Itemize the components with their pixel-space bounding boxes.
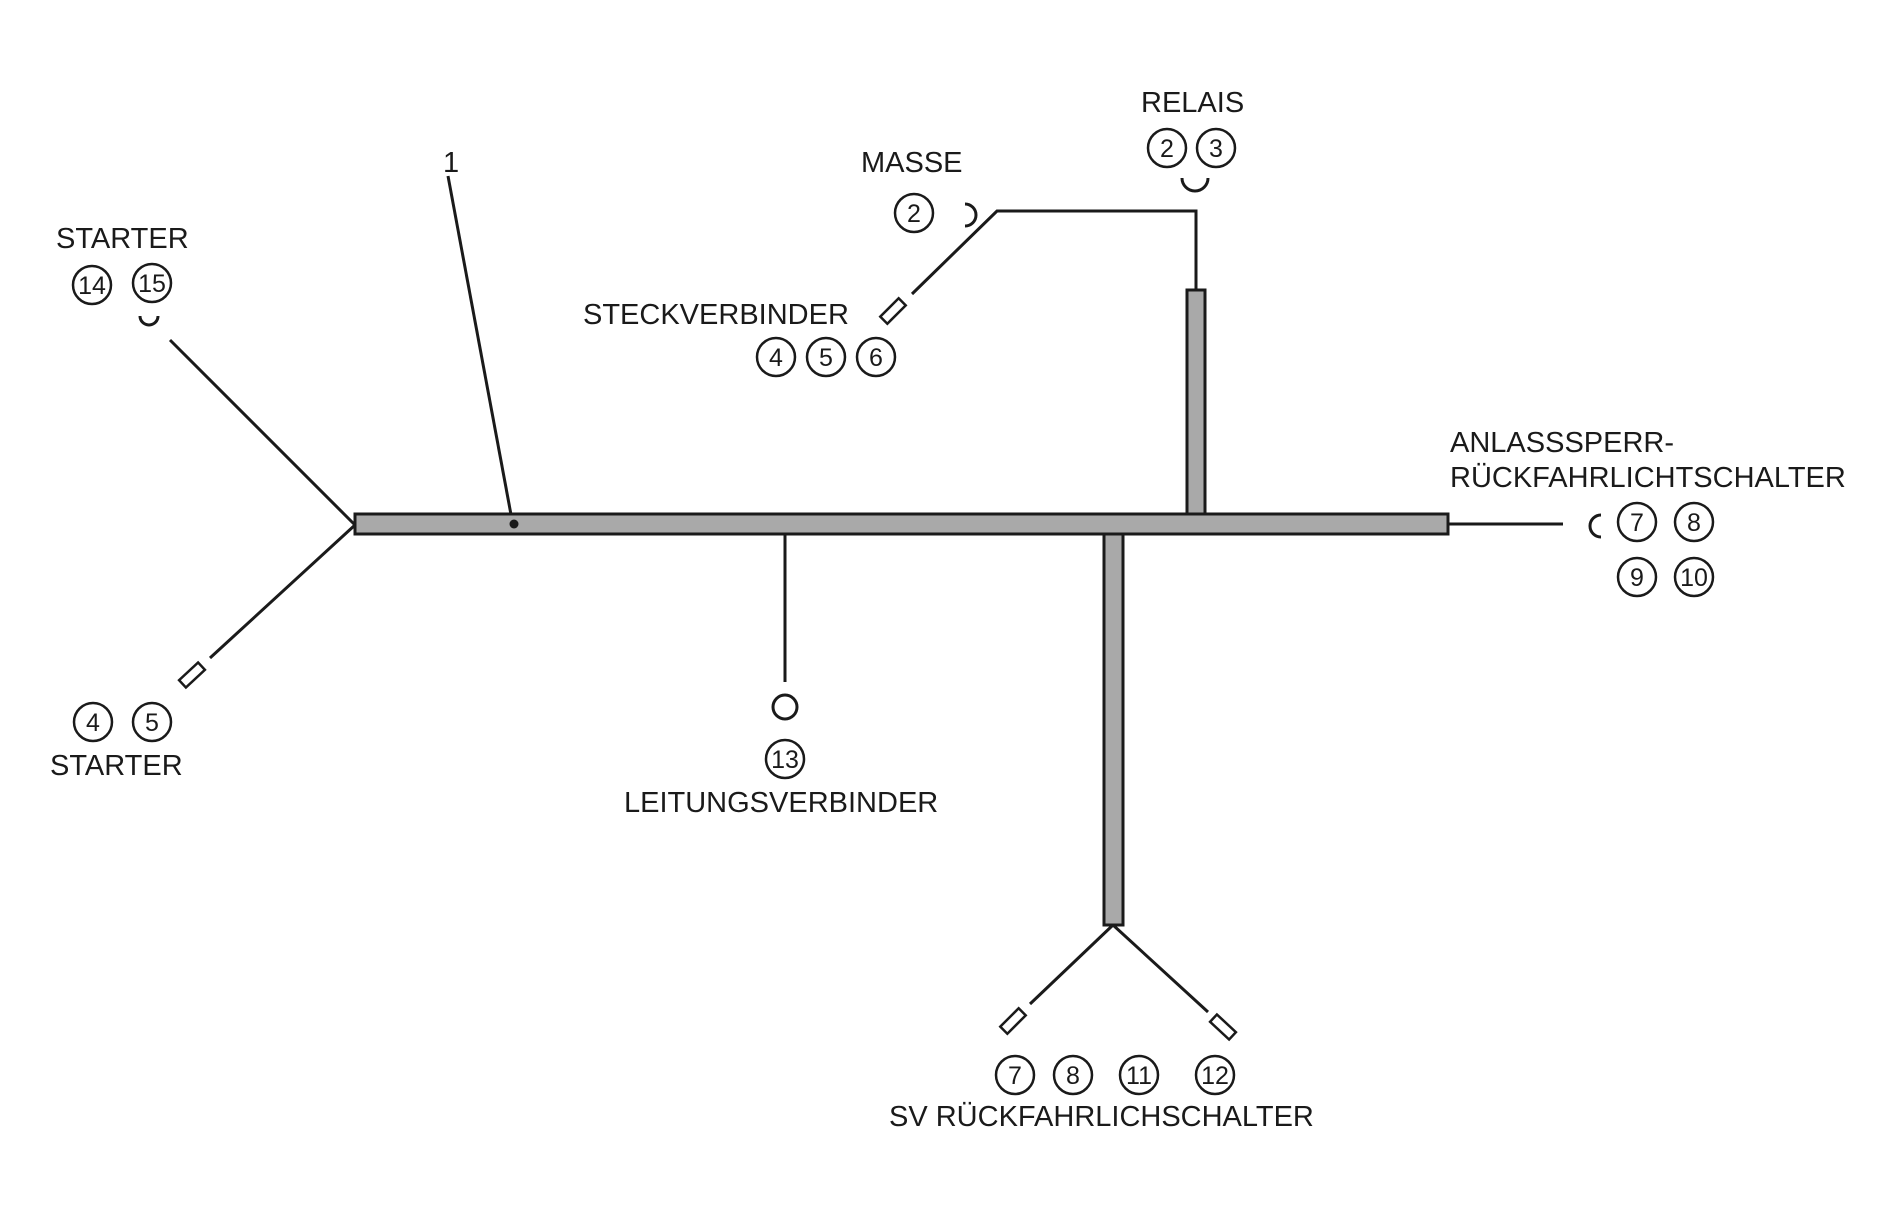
connector-ends	[138, 177, 1602, 1042]
starter-bottom-label: STARTER	[50, 750, 183, 782]
pin-badge: 7	[994, 1054, 1036, 1096]
wire-starter-bottom	[208, 523, 357, 660]
pin-badge: 6	[855, 336, 897, 378]
pin-badge: 3	[1195, 127, 1237, 169]
svg-text:5: 5	[819, 344, 833, 372]
starter-bottom-plug	[177, 660, 207, 690]
svg-text:11: 11	[1126, 1062, 1152, 1090]
pin-badge: 8	[1052, 1054, 1094, 1096]
svg-text:8: 8	[1687, 509, 1701, 537]
svg-text:8: 8	[1066, 1062, 1080, 1090]
wire-sv-left	[1028, 923, 1115, 1006]
pin-badge: 2	[1146, 127, 1188, 169]
labels: 1 RELAIS MASSE STECKVERBINDER STARTER ST…	[50, 87, 1846, 1133]
masse-label: MASSE	[861, 147, 963, 179]
svg-text:2: 2	[907, 200, 921, 228]
pin-badge: 4	[755, 336, 797, 378]
wire-sv-right	[1111, 923, 1210, 1014]
svg-text:7: 7	[1630, 509, 1644, 537]
wire-starter-top	[168, 338, 357, 527]
svg-text:4: 4	[86, 709, 100, 737]
trunks	[353, 288, 1450, 927]
starter-top-cup-connector	[138, 315, 160, 327]
sv-left-plug	[998, 1006, 1028, 1036]
sv-rueckfahrlichschalter-label: SV RÜCKFAHRLICHSCHALTER	[889, 1101, 1314, 1133]
relais-label: RELAIS	[1141, 87, 1244, 119]
sv-right-plug	[1208, 1012, 1238, 1042]
svg-text:4: 4	[769, 344, 783, 372]
pin-badge: 13	[764, 738, 806, 780]
svg-text:7: 7	[1008, 1062, 1022, 1090]
pin-badge: 15	[131, 262, 173, 304]
anlasssperr-label-line1: ANLASSSPERR-	[1450, 427, 1674, 459]
anlasssperr-cup-connector	[1588, 513, 1602, 539]
wires	[168, 175, 1563, 1014]
steckverbinder-label: STECKVERBINDER	[583, 299, 849, 331]
svg-text:6: 6	[869, 344, 883, 372]
pin-badge: 7	[1616, 501, 1658, 543]
starter-top-label: STARTER	[56, 223, 189, 255]
pin-badge: 10	[1673, 556, 1715, 598]
trunk-main	[353, 512, 1450, 536]
pin-badge: 5	[131, 701, 173, 743]
svg-text:14: 14	[78, 272, 106, 300]
wire-relais-masse-steckverbinder	[910, 209, 1198, 296]
pin-badge: 8	[1673, 501, 1715, 543]
trunk-vertical-sv	[1102, 530, 1125, 927]
svg-text:13: 13	[771, 746, 799, 774]
svg-text:15: 15	[138, 270, 166, 298]
steckverbinder-plug	[878, 296, 908, 326]
pin-badge: 4	[72, 701, 114, 743]
svg-text:12: 12	[1201, 1062, 1229, 1090]
anlasssperr-label-line2: RÜCKFAHRLICHTSCHALTER	[1450, 462, 1846, 494]
svg-text:2: 2	[1160, 135, 1174, 163]
pin-badge: 2	[893, 192, 935, 234]
pin-badge: 11	[1118, 1054, 1160, 1096]
svg-text:5: 5	[145, 709, 159, 737]
callout-1-label: 1	[443, 147, 459, 179]
pin-badge: 9	[1616, 556, 1658, 598]
callout-point	[509, 519, 519, 529]
trunk-vertical-relais	[1185, 288, 1207, 518]
pin-badges: 2 3 2 4 5 6 14 15	[71, 127, 1715, 1096]
pin-badge: 12	[1194, 1054, 1236, 1096]
callout-leader-line	[446, 175, 514, 521]
pin-badge: 5	[805, 336, 847, 378]
svg-text:3: 3	[1209, 135, 1223, 163]
leitungsverbinder-ring-connector	[771, 693, 799, 721]
leitungsverbinder-label: LEITUNGSVERBINDER	[624, 787, 938, 819]
relais-cup-connector	[1180, 177, 1210, 193]
svg-text:10: 10	[1680, 564, 1708, 592]
masse-cup-connector	[964, 202, 978, 228]
pin-badge: 14	[71, 264, 113, 306]
svg-text:9: 9	[1630, 564, 1644, 592]
